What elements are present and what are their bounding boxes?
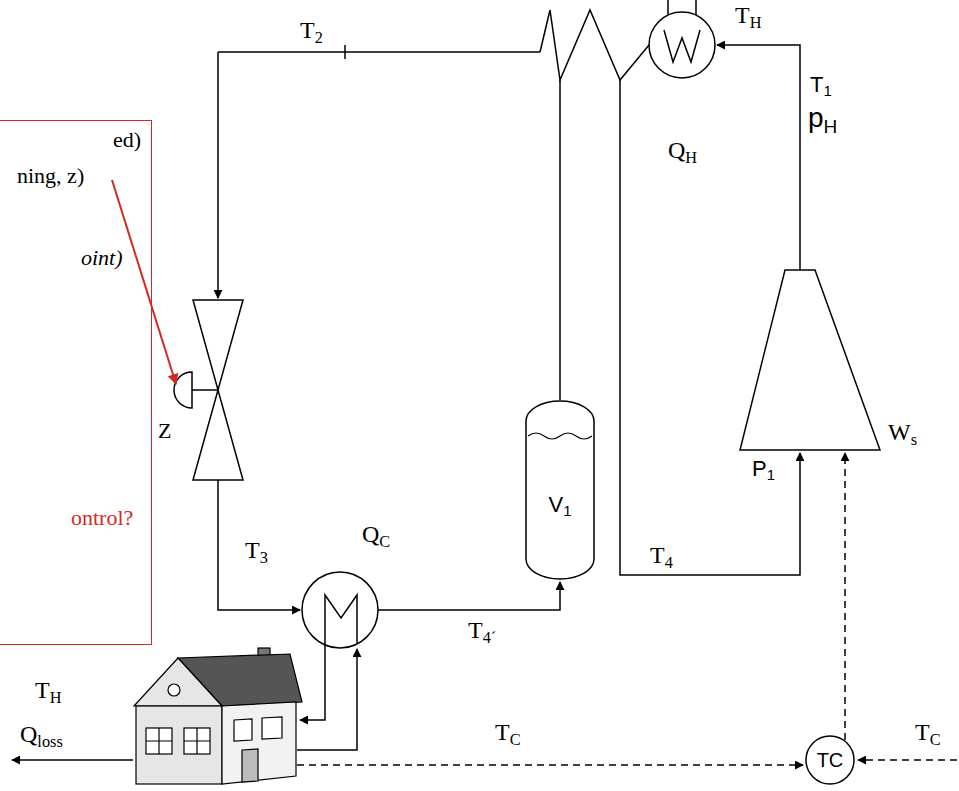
house-gable — [134, 658, 222, 706]
vessel-name: V1 — [548, 494, 571, 516]
temperature-label: TH — [735, 3, 761, 27]
subscript: H — [750, 13, 762, 32]
subscript: 1 — [767, 466, 775, 483]
controller-name: TC — [817, 750, 844, 770]
subscript: 4 — [665, 553, 673, 572]
subscript: H — [50, 688, 62, 707]
pressure-label: pH — [808, 104, 837, 132]
callout-text: oint) — [81, 247, 123, 269]
callout-text: ning, z) — [17, 165, 84, 187]
subscript: C — [379, 532, 390, 551]
liquid-level — [528, 433, 592, 439]
house-picture — [134, 648, 302, 784]
gable-window — [168, 684, 180, 696]
house-window — [146, 728, 172, 754]
valve-symbol — [193, 390, 243, 480]
valve-actuator — [174, 372, 192, 408]
control-signal — [844, 453, 846, 740]
callout-arrow — [112, 180, 176, 384]
controller-outline — [806, 736, 854, 784]
house-window — [262, 717, 282, 739]
subscript: H — [685, 148, 697, 167]
window-cross — [146, 728, 172, 754]
controller-circle: TC — [805, 735, 855, 785]
temperature-label: T4´ — [468, 618, 496, 642]
compressor-symbol — [740, 270, 880, 450]
subscript: 1 — [563, 502, 571, 519]
liquid-pipe — [218, 51, 540, 53]
heat-label: QC — [362, 522, 390, 546]
subscript: 1 — [823, 82, 831, 99]
valve-position-label: Z — [158, 420, 171, 442]
evaporator-coil — [325, 595, 357, 645]
temperature-label: T1 — [810, 74, 832, 96]
callout-box: ed) ning, z) oint) ontrol? — [0, 120, 152, 645]
suction-pipe — [620, 80, 800, 575]
window-cross — [184, 728, 210, 754]
evaporator-outlet-pipe — [378, 582, 560, 610]
callout-text: ontrol? — [71, 507, 133, 529]
subscript: loss — [37, 732, 62, 751]
temperature-label: T2 — [300, 18, 323, 42]
callout-text: ed) — [113, 129, 141, 151]
condenser-coil — [664, 30, 700, 62]
vessel-outline — [525, 400, 595, 580]
work-label: Ws — [888, 420, 917, 444]
house-door — [242, 749, 258, 782]
vapour-pipe — [559, 80, 561, 400]
valve-outlet-pipe — [218, 480, 300, 610]
heat-loss-arrow — [12, 759, 133, 761]
house-return-line — [297, 649, 357, 750]
pressure-label: P1 — [752, 458, 775, 480]
evaporator-symbol — [302, 572, 378, 648]
temperature-label: TC — [495, 720, 521, 744]
separator-vessel: V1 — [525, 400, 595, 580]
discharge-pipe — [717, 45, 800, 270]
subscript: 2 — [315, 28, 323, 47]
house-window — [234, 719, 252, 741]
subscript: C — [930, 730, 941, 749]
setpoint-signal — [858, 759, 957, 761]
valve-symbol — [193, 300, 243, 390]
house-side-wall — [222, 702, 296, 784]
heat-label: QH — [668, 138, 697, 162]
valve-stem — [192, 389, 218, 391]
temperature-label: TH — [35, 678, 61, 702]
heat-loss-label: Qloss — [20, 722, 63, 746]
subscript: H — [824, 116, 838, 137]
subscript: s — [911, 430, 917, 449]
subscript: 3 — [260, 548, 268, 567]
condenser-symbol — [649, 12, 715, 78]
house-front-wall — [136, 706, 222, 784]
subscript: C — [510, 730, 521, 749]
vessel-shell — [526, 401, 594, 579]
setpoint-label: TC — [915, 720, 941, 744]
house-window — [184, 728, 210, 754]
measurement-signal — [297, 764, 803, 766]
temperature-label: T4 — [650, 543, 673, 567]
internal-heat-exchanger — [540, 10, 649, 80]
house-supply-line — [300, 645, 325, 720]
pipe-tick — [344, 45, 346, 59]
temperature-label: T3 — [245, 538, 268, 562]
heating-medium-lines — [668, 0, 696, 15]
subscript: 4´ — [483, 628, 497, 647]
valve-inlet-pipe — [217, 52, 219, 298]
